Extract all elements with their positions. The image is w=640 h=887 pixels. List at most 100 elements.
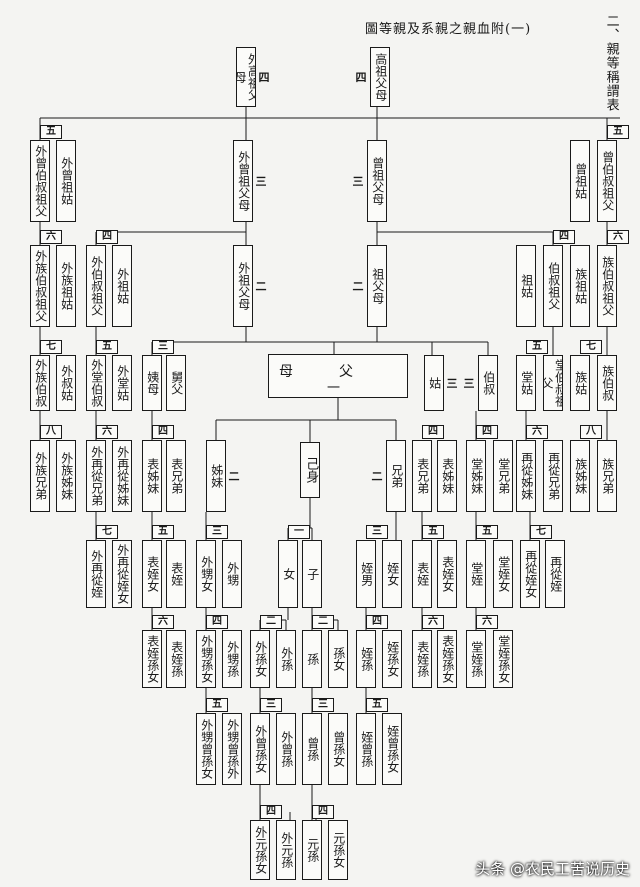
self-label: 己身 (303, 457, 319, 483)
kin-node-waizengsun: 外曾孫 (276, 713, 296, 785)
kin-node-label: 孫 (305, 653, 320, 665)
kin-node-wzuzimei: 外族姊妹 (56, 440, 76, 512)
degree-label: 二 (260, 615, 282, 629)
degree-label: 六 (526, 425, 548, 439)
degree-label: 四 (96, 230, 118, 244)
kin-node-label: 族伯叔 (600, 365, 615, 401)
degree-label: 七 (96, 525, 118, 539)
kin-node-label: 表姪孫 (169, 641, 184, 677)
kin-node-xiongdi: 兄弟 (386, 440, 406, 512)
kin-node-label: 外祖姑 (115, 268, 130, 304)
kin-node-label: 表姊妹 (145, 458, 160, 494)
kin-node-label: 外甥曾孫外 (225, 719, 240, 779)
kin-node-zhizengsun: 姪曾孫 (356, 713, 376, 785)
kin-node-label: 外伯叔祖父 (89, 256, 104, 316)
table-title: 二、親等稱謂表 (603, 14, 619, 112)
degree-label: 三 (152, 340, 174, 354)
kin-node-label: 外孫女 (253, 641, 268, 677)
kin-node-label: 曾祖父母 (370, 157, 385, 205)
kin-node-sunnv: 孫女 (328, 630, 348, 688)
kin-node-label: 表姪孫女 (145, 635, 160, 683)
kin-node-label: 外甥孫女 (199, 635, 214, 683)
degree-label: 五 (526, 340, 548, 354)
degree-label: 五 (476, 525, 498, 539)
kin-node-zi: 子 (302, 540, 322, 608)
kin-node-zugu: 祖姑 (516, 245, 536, 327)
kin-node-wsczs: 外甥曾孫外 (222, 713, 242, 785)
kin-node-wzaicongzhinv: 外再從姪女 (112, 540, 132, 608)
kin-node-tangzhi: 堂姪 (466, 540, 486, 608)
kin-node-label: 表姪孫女 (440, 635, 455, 683)
kin-node-label: 堂姊妹 (469, 458, 484, 494)
kin-node-label: 外甥女 (199, 556, 214, 592)
degree-label: 四 (553, 230, 575, 244)
kin-node-label: 外曾伯叔祖父 (33, 145, 48, 217)
degree-label: 五 (152, 525, 174, 539)
kin-node-label: 外族祖姑 (59, 262, 74, 310)
degree-label: 二 (228, 470, 240, 483)
kin-node-biaozhi: 表姪 (166, 540, 186, 608)
kin-node-nv: 女 (278, 540, 298, 608)
kin-node-label: 外曾孫女 (253, 725, 268, 773)
degree-label: 六 (476, 615, 498, 629)
kin-node-label: 外族伯叔祖父 (33, 250, 48, 322)
kin-node-label: 外甥曾孫女 (199, 719, 214, 779)
kin-node-zuboshu: 族伯叔 (597, 355, 617, 411)
degree-label: 四 (260, 805, 282, 819)
kin-node-label: 外元孫 (279, 832, 294, 868)
kin-node-label: 堂兄弟 (496, 458, 511, 494)
father-label: 父 (339, 364, 353, 380)
kin-node-label: 姪孫女 (385, 641, 400, 677)
degree-label: 三 (260, 698, 282, 712)
degree-label: 三 (366, 525, 388, 539)
kin-node-waishengnv: 外甥女 (196, 540, 216, 608)
kin-node-zuxd: 族兄弟 (597, 440, 617, 512)
degree-label: 六 (96, 425, 118, 439)
kin-node-label: 姪曾孫女 (385, 725, 400, 773)
parents-box: 母 父 一 (268, 354, 408, 398)
kin-node-yimu: 姨母 (142, 355, 162, 411)
kin-node-wzubo: 外曾伯叔祖父 (30, 140, 50, 222)
kin-node-wzubo2: 外族伯叔 (30, 355, 50, 411)
kin-node-label: 外曾祖父母 (236, 151, 251, 211)
kin-node-label: 表兄弟 (169, 458, 184, 494)
degree-label: 二 (312, 615, 334, 629)
kin-node-label: 族姊妹 (573, 458, 588, 494)
kin-node-label: 族祖姑 (573, 268, 588, 304)
degree-label: 三 (463, 377, 475, 390)
degree-label: 五 (40, 125, 62, 139)
kin-node-wzuzugu: 外族祖姑 (56, 245, 76, 327)
kin-node-sun: 孫 (302, 630, 322, 688)
degree-label: 七 (40, 340, 62, 354)
kin-node-label: 伯叔祖父 (546, 262, 561, 310)
kin-node-label: 外叔姑 (59, 365, 74, 401)
kin-node-label: 表姪女 (145, 556, 160, 592)
kin-node-waishengsunnv: 外甥孫女 (196, 630, 216, 688)
kin-node-biaozhisunnv2: 表姪孫女 (437, 630, 457, 688)
kin-node-label: 外祖父母 (236, 262, 251, 310)
kin-node-yuansunnv: 元孫女 (328, 820, 348, 880)
degree-label: 四 (422, 425, 444, 439)
kin-node-wzubozu: 外族伯叔祖父 (30, 245, 50, 327)
kin-node-gu: 姑 (424, 355, 444, 411)
kin-node-label: 外甥 (225, 562, 240, 586)
kin-node-zaicongzhinv: 再從姪女 (520, 540, 540, 608)
kin-node-biaozhisunnv: 表姪孫女 (142, 630, 162, 688)
degree-label: 三 (255, 175, 267, 188)
degree-label: 四 (152, 425, 174, 439)
kin-node-label: 外堂姑 (115, 365, 130, 401)
degree-label: 三 (446, 377, 458, 390)
kin-node-zu: 祖父母 (367, 245, 387, 327)
kin-node-jiufu: 舅父 (166, 355, 186, 411)
degree-label: 七 (530, 525, 552, 539)
kin-node-waisunnv: 外孫女 (250, 630, 270, 688)
kin-node-label: 堂姪孫女 (496, 635, 511, 683)
degree-label: 六 (422, 615, 444, 629)
kin-node-yuansun: 元孫 (302, 820, 322, 880)
kin-node-label: 再從姪 (548, 556, 563, 592)
kin-node-label: 舅父 (169, 371, 184, 395)
degree-label: 四 (206, 615, 228, 629)
kin-node-wsczsn: 外甥曾孫女 (196, 713, 216, 785)
kin-node-label: 表姪女 (440, 556, 455, 592)
